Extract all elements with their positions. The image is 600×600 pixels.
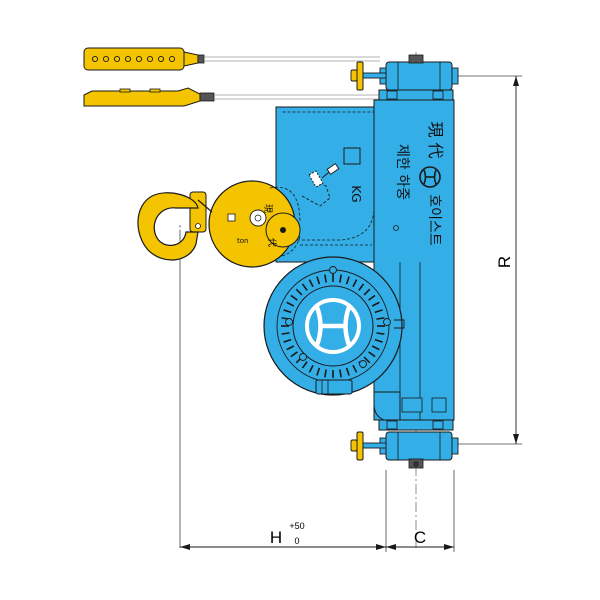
gear-tooth xyxy=(352,279,358,288)
dimension-r-label: R xyxy=(495,256,514,268)
gear-tooth xyxy=(308,364,314,373)
sheave-maker-right: 代 xyxy=(266,238,277,247)
gear-tooth xyxy=(374,338,383,343)
capacity-box xyxy=(343,147,361,165)
gear-tooth xyxy=(324,369,327,378)
top-trolley xyxy=(378,54,459,101)
gear-tooth xyxy=(368,294,376,301)
gear-tooth xyxy=(290,351,298,358)
sheave-maker-left: 現 xyxy=(262,204,273,213)
gear-tooth xyxy=(308,279,314,288)
maker-name-text: 現 代 xyxy=(426,121,445,158)
gear-tooth xyxy=(281,332,290,335)
gear-tooth xyxy=(352,364,358,373)
hoist-body xyxy=(275,99,455,421)
bottom-hand-wheel xyxy=(350,431,387,461)
gear-tooth xyxy=(358,283,365,291)
dimension-h-label: H xyxy=(270,528,282,547)
bottom-trolley xyxy=(378,419,459,469)
hook-sheave: ton 現 代 xyxy=(208,180,301,268)
dimension-h: H +50 0 xyxy=(180,521,386,550)
gear-tooth xyxy=(286,345,295,351)
dimension-c: C xyxy=(386,528,454,550)
gear-tooth xyxy=(363,356,371,364)
gear-tooth xyxy=(345,367,350,376)
gear-tooth xyxy=(374,309,383,314)
maker-logo-icon xyxy=(419,166,441,188)
dimension-h-tol-lower: 0 xyxy=(294,536,299,546)
gear-tooth xyxy=(316,276,321,285)
limit-switch xyxy=(301,163,340,207)
gear-tooth xyxy=(339,274,342,283)
gear-tooth xyxy=(290,294,298,301)
dimension-r: R xyxy=(495,76,519,444)
gear-tooth xyxy=(324,274,327,283)
gear-tooth xyxy=(301,283,308,291)
gear-tooth xyxy=(316,367,321,376)
capacity-unit-text: KG xyxy=(349,185,363,202)
dimension-h-tol-upper: +50 xyxy=(289,521,304,531)
gear-tooth xyxy=(295,288,303,296)
sheave-ton-text: ton xyxy=(237,237,248,245)
crane-hook-icon xyxy=(137,191,213,261)
top-hand-wheel xyxy=(350,61,387,91)
dimension-c-label: C xyxy=(414,528,426,547)
gear-tooth xyxy=(283,309,292,314)
gear-tooth xyxy=(376,317,385,320)
hyundai-h-logo-icon xyxy=(305,298,361,354)
gear-tooth xyxy=(371,345,380,351)
gear-tooth xyxy=(363,288,371,296)
hoist-word-text: 호이스트 xyxy=(426,194,442,246)
gear-tooth xyxy=(345,276,350,285)
gear-tooth xyxy=(376,332,385,335)
gear-tooth xyxy=(339,369,342,378)
gear-tooth xyxy=(286,301,295,307)
body-label-area: KG 現 代 호이스트 제한 하중 xyxy=(343,121,445,246)
pendant-switch-top xyxy=(83,47,380,71)
gear-tooth xyxy=(283,338,292,343)
pendant-switch-side xyxy=(83,87,380,107)
limit-load-text: 제한 하중 xyxy=(394,144,410,200)
gear-tooth xyxy=(368,351,376,358)
gear-tooth xyxy=(301,361,308,369)
gear-tooth xyxy=(371,301,380,307)
